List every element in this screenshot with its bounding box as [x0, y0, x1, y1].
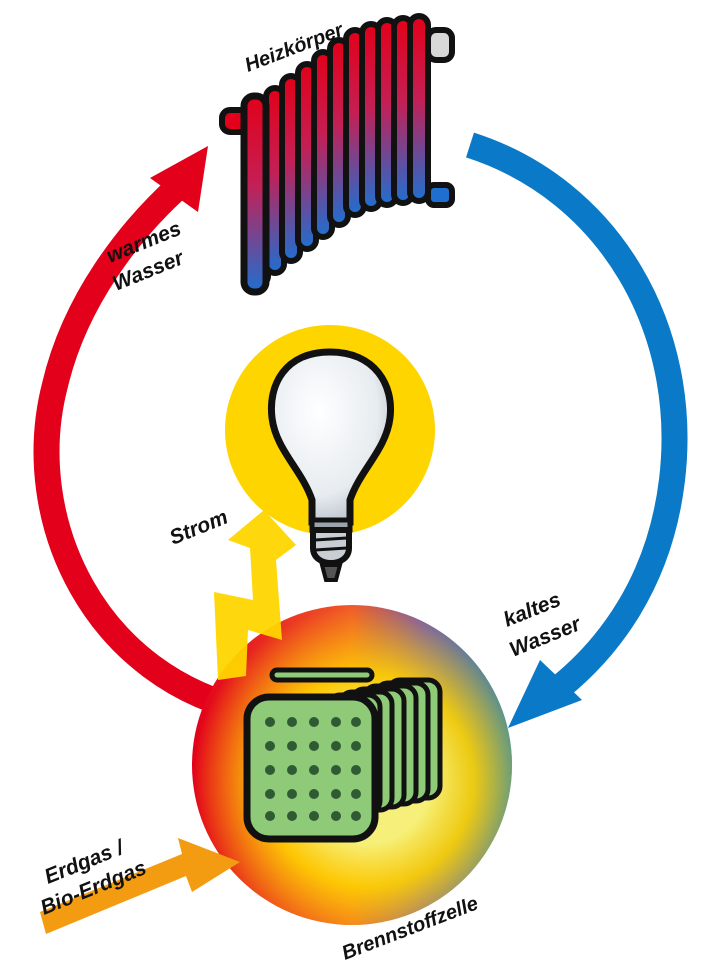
- power-arrow: [214, 510, 296, 680]
- fuel-cell-holes: [265, 717, 361, 821]
- warm-water-arrow: [33, 146, 258, 725]
- light-bulb-icon: [267, 348, 395, 582]
- power-label: Strom: [166, 506, 231, 550]
- radiator-icon: [219, 13, 455, 296]
- gas-arrow: [40, 838, 240, 934]
- cold-water-arrow: [466, 132, 688, 728]
